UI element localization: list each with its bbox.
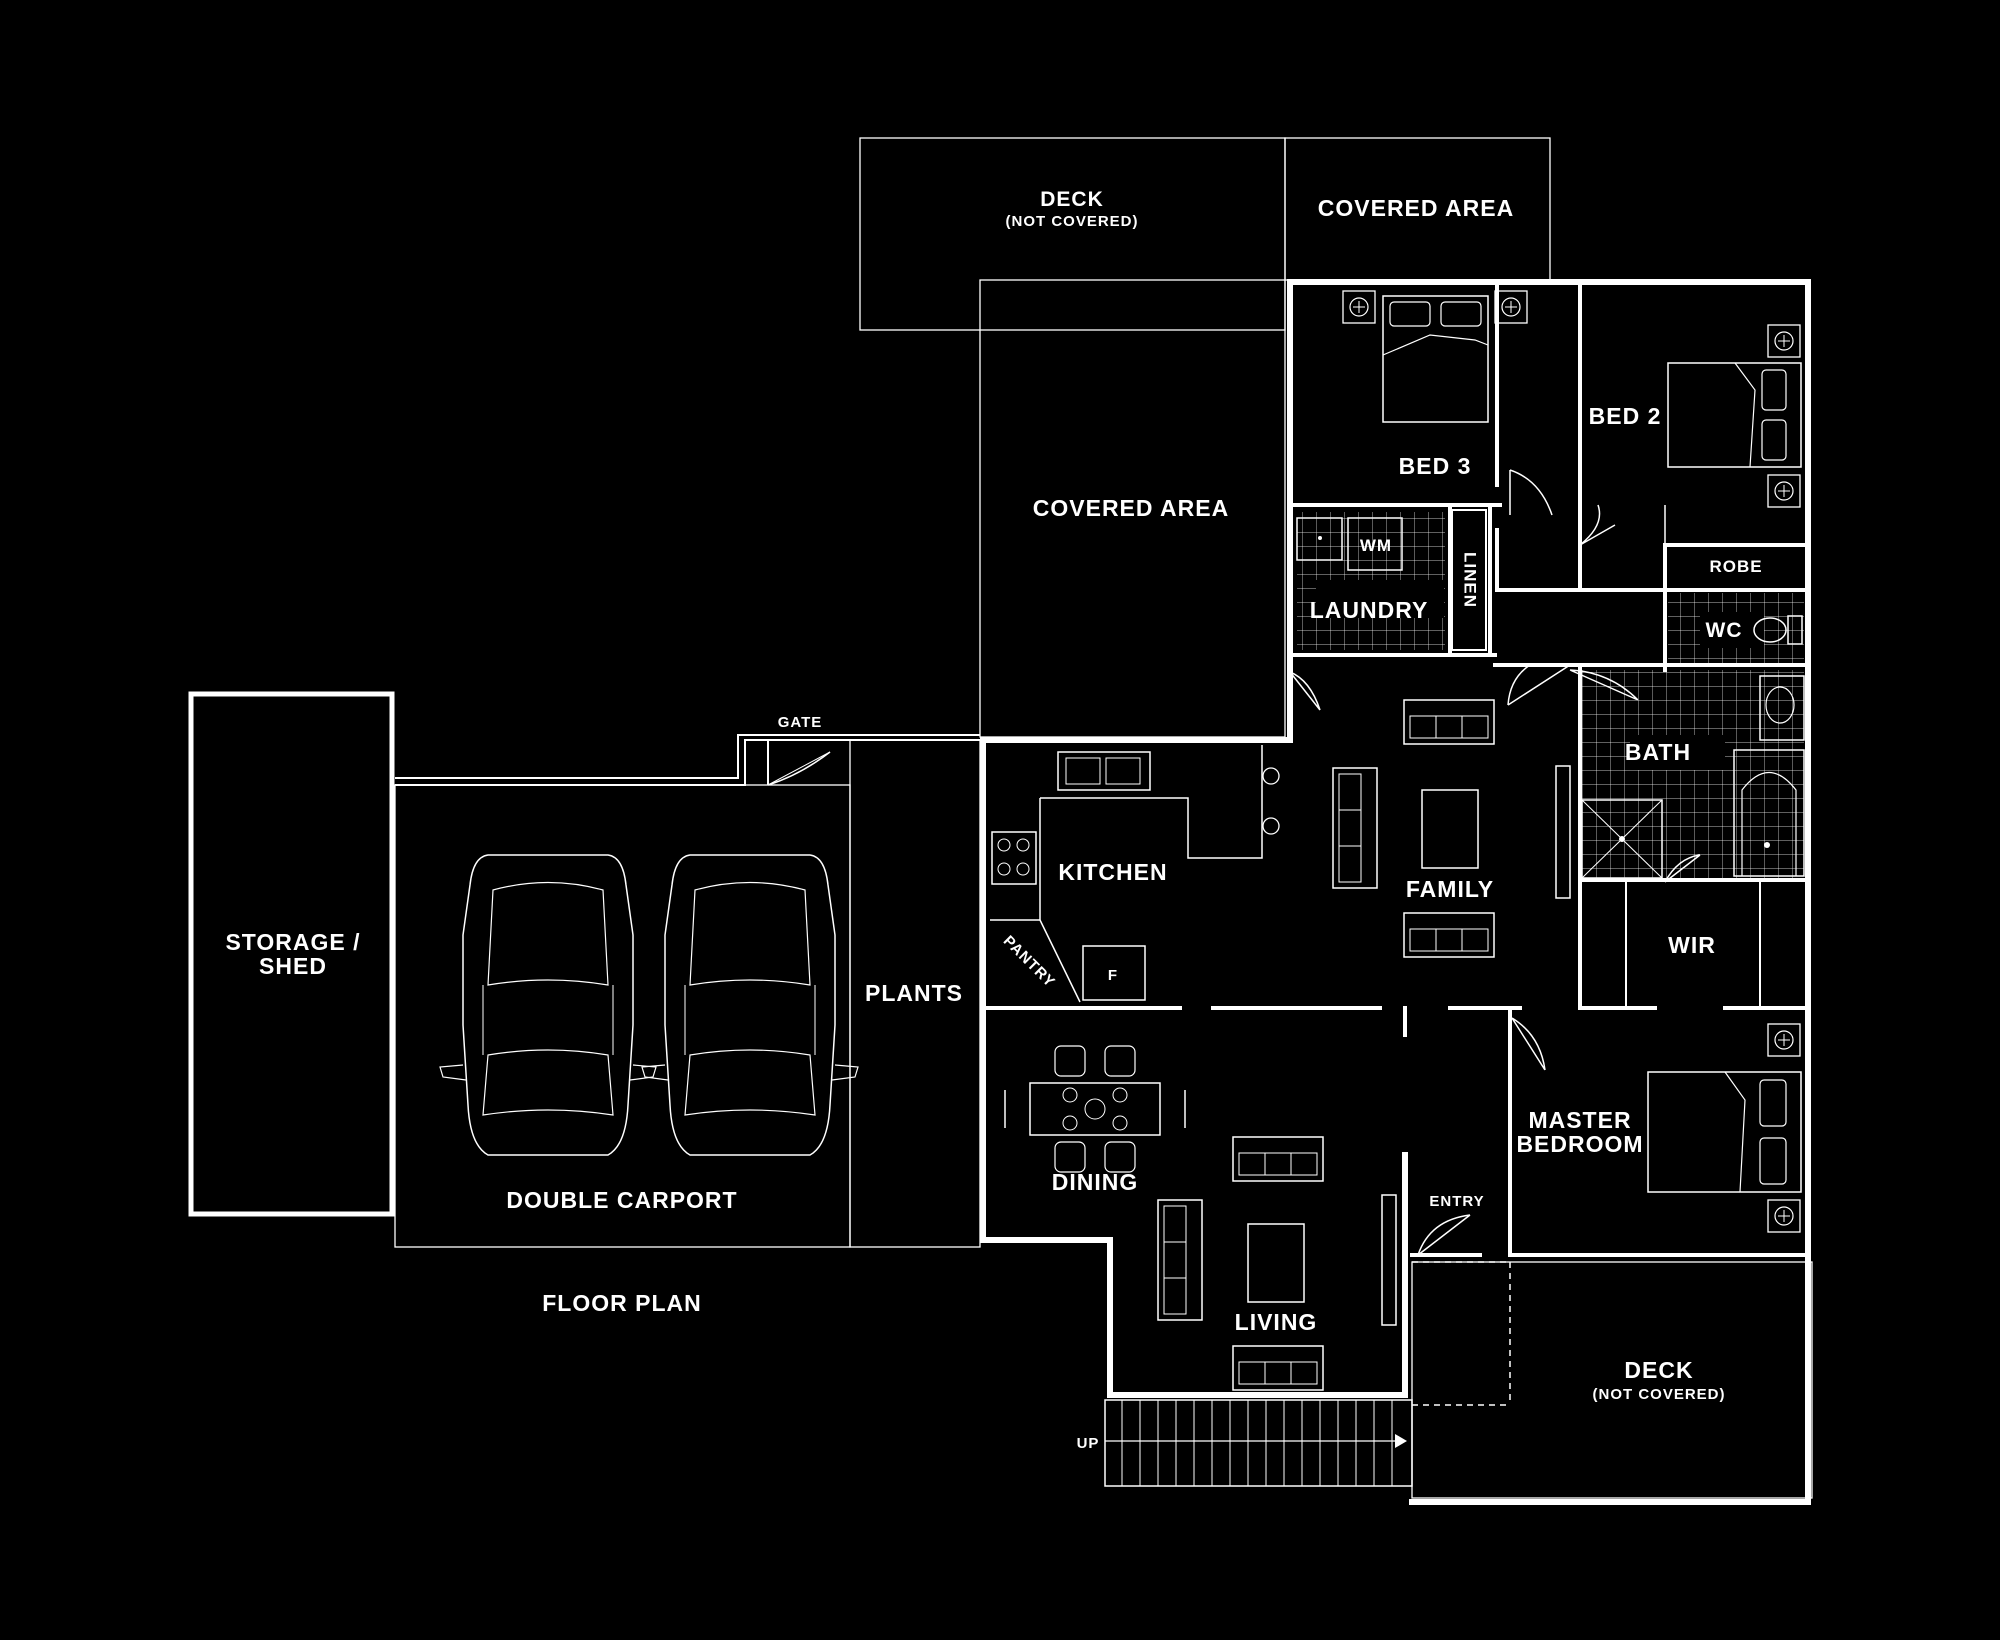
gate-label: GATE: [778, 714, 823, 731]
house-walls: [980, 279, 1811, 1505]
laundry-fixtures: [1296, 512, 1445, 650]
storage-shed-outline: [188, 691, 395, 1217]
deck-top-label: DECK: [1040, 188, 1104, 211]
wc-label: WC: [1706, 619, 1743, 642]
stairs-up-label: UP: [1077, 1435, 1100, 1452]
living-label: LIVING: [1235, 1309, 1318, 1335]
living-furniture: [1157, 1136, 1397, 1391]
laundry-label: LAUNDRY: [1310, 597, 1429, 623]
gate-door: [767, 740, 831, 786]
covered-area-top-label: COVERED AREA: [1318, 195, 1514, 221]
dining-label: DINING: [1052, 1169, 1139, 1195]
fridge-label: F: [1108, 967, 1118, 984]
linen-label: LINEN: [1461, 552, 1480, 608]
master-label-line1: MASTER: [1528, 1107, 1631, 1133]
deck-top-note: (NOT COVERED): [1006, 213, 1139, 230]
bed2-furniture: [1667, 324, 1802, 508]
dining-table: [1004, 1045, 1186, 1173]
floor-plan-title: FLOOR PLAN: [542, 1290, 702, 1316]
master-label-line2: BEDROOM: [1516, 1131, 1643, 1157]
double-carport-label: DOUBLE CARPORT: [506, 1187, 737, 1213]
covered-area-main-label: COVERED AREA: [1033, 495, 1229, 521]
kitchen-fixtures: [990, 745, 1280, 1003]
outdoor-outlines: [394, 137, 1813, 1499]
linen-closet: [1451, 509, 1487, 651]
washing-machine-label: WM: [1360, 536, 1392, 555]
family-label: FAMILY: [1406, 876, 1494, 902]
bath-fixtures: [1581, 670, 1805, 879]
bed3-label: BED 3: [1399, 453, 1472, 479]
wc-fixtures: [1668, 593, 1804, 663]
deck-bottom-note: (NOT COVERED): [1593, 1386, 1726, 1403]
storage-label-line1: STORAGE /: [225, 929, 360, 955]
master-furniture: [1647, 1023, 1802, 1233]
family-furniture: [1332, 699, 1571, 958]
storage-label-line2: SHED: [259, 953, 327, 979]
deck-bottom-label: DECK: [1624, 1357, 1693, 1383]
kitchen-label: KITCHEN: [1058, 859, 1167, 885]
wir-label: WIR: [1668, 932, 1716, 958]
plants-label: PLANTS: [865, 980, 963, 1006]
bath-label: BATH: [1625, 739, 1691, 765]
bed2-label: BED 2: [1589, 403, 1662, 429]
bed3-furniture: [1342, 290, 1528, 423]
robe-label: ROBE: [1709, 557, 1762, 576]
door-swings: [1289, 469, 1701, 1256]
stairs: [1104, 1399, 1413, 1487]
entry-label: ENTRY: [1429, 1193, 1484, 1210]
